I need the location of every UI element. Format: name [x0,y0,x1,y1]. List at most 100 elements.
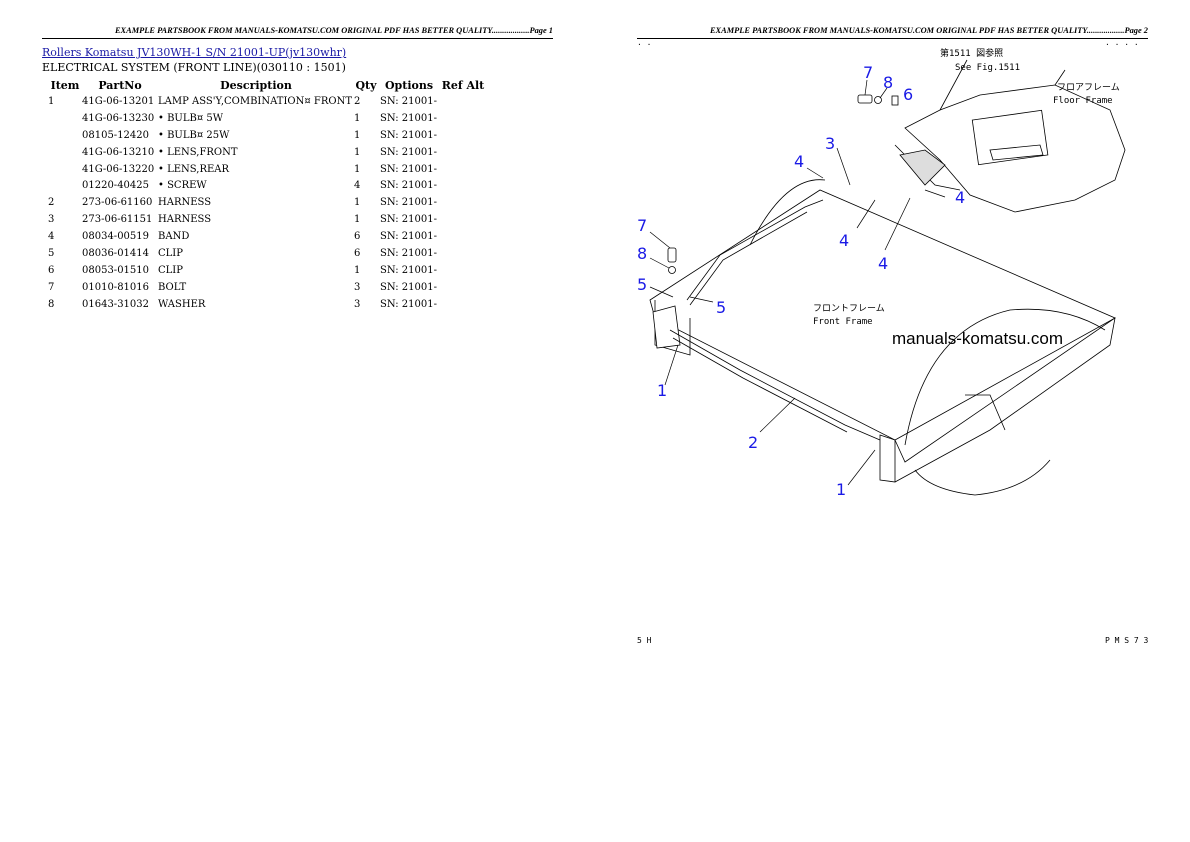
diagram-page: EXAMPLE PARTSBOOK FROM MANUALS-KOMATSU.C… [595,0,1190,842]
cell-description: CLIP [158,264,183,276]
cell-item [42,144,82,161]
front-frame-label: Front Frame [813,317,873,327]
cell-item [42,110,82,127]
cell-qty: 3 [354,298,361,310]
floor-frame-label: Floor Frame [1053,96,1113,106]
cell-item: 6 [48,264,55,276]
cell-ref-alt [438,245,488,262]
table-header-row: Item PartNo Description Qty Options Ref … [42,77,488,93]
cell-item: 2 [48,197,55,209]
cell-item: 1 [48,95,55,107]
cell-qty: 1 [354,197,361,209]
callout-4-lower: 4 [878,254,888,273]
section-title: ELECTRICAL SYSTEM (FRONT LINE)(030110 : … [42,61,346,74]
cell-description: WASHER [158,298,206,310]
cell-description: • BULB¤ 25W [158,129,230,141]
cell-description: CLIP [158,247,183,259]
cell-partno: 01010-81016 [82,281,150,293]
cell-ref-alt [438,177,488,194]
cell-partno: 01220-40425 [82,180,150,192]
callout-4-center: 4 [839,231,849,250]
diagram-footer-right: P M S 7 3 [1105,636,1149,645]
exploded-parts-diagram: · · · · · · [637,40,1149,645]
cell-item: 3 [48,214,55,226]
cell-options: SN: 21001- [380,180,437,192]
cell-partno: 08105-12420 [82,129,150,141]
document-title-link[interactable]: Rollers Komatsu JV130WH-1 S/N 21001-UP(j… [42,46,347,59]
callout-3: 3 [825,134,835,153]
top-mark-left: · · [637,40,651,49]
page-header-right: EXAMPLE PARTSBOOK FROM MANUALS-KOMATSU.C… [637,26,1148,39]
cell-item [42,161,82,178]
column-header-qty: Qty [355,78,377,92]
cell-options: SN: 21001- [380,112,437,124]
cell-item: 7 [48,281,55,293]
cell-item: 5 [48,247,55,259]
cell-partno: 08053-01510 [82,264,150,276]
cell-description: • SCREW [158,180,207,192]
cell-qty: 6 [354,247,361,259]
cell-qty: 1 [354,264,361,276]
callout-8-left: 8 [637,244,647,263]
cell-description: HARNESS [158,197,212,209]
cell-qty: 3 [354,281,361,293]
cell-description: LAMP ASS'Y,COMBINATION¤ FRONT [158,95,353,107]
cell-options: SN: 21001- [380,281,437,293]
parts-table: Item PartNo Description Qty Options Ref … [42,77,488,313]
cell-options: SN: 21001- [380,95,437,107]
watermark-text: manuals-komatsu.com [892,329,1063,348]
cell-options: SN: 21001- [380,247,437,259]
cell-item: 8 [48,298,55,310]
cell-ref-alt [438,127,488,144]
cell-options: SN: 21001- [380,197,437,209]
callout-4-right: 4 [955,188,965,207]
callout-1-left: 1 [657,381,667,400]
cell-options: SN: 21001- [380,163,437,175]
floor-frame-drawing [894,59,1126,213]
callout-2: 2 [748,433,758,452]
cell-options: SN: 21001- [380,298,437,310]
top-mark-right: · · · · [1105,40,1139,49]
cell-options: SN: 21001- [380,214,437,226]
cell-description: • LENS,FRONT [158,146,238,158]
diagram-footer-left: 5 H [637,636,652,645]
cell-ref-alt [438,228,488,245]
front-frame-jp-label: フロントフレーム [813,303,885,314]
cell-qty: 6 [354,231,361,243]
front-frame-drawing [649,179,1116,496]
cell-qty: 1 [354,129,361,141]
cell-partno: 41G-06-13230 [82,112,155,124]
cell-ref-alt [438,262,488,279]
column-header-partno: PartNo [98,78,142,92]
cell-partno: 08034-00519 [82,231,150,243]
cell-item [42,127,82,144]
cell-description: • BULB¤ 5W [158,112,224,124]
cell-partno: 273-06-61151 [82,214,153,226]
callout-6: 6 [903,85,913,104]
callout-7-top: 7 [863,63,873,82]
cell-qty: 1 [354,112,361,124]
cell-ref-alt [438,296,488,313]
cell-partno: 08036-01414 [82,247,150,259]
cell-item: 4 [48,231,55,243]
cell-ref-alt [438,161,488,178]
page-header-left: EXAMPLE PARTSBOOK FROM MANUALS-KOMATSU.C… [42,26,553,39]
cell-options: SN: 21001- [380,264,437,276]
cell-ref-alt [438,279,488,296]
cell-item [42,177,82,194]
callout-8-top: 8 [883,73,893,92]
callout-leader-lines [649,79,946,486]
parts-list-page: EXAMPLE PARTSBOOK FROM MANUALS-KOMATSU.C… [42,26,553,313]
cell-ref-alt [438,194,488,211]
